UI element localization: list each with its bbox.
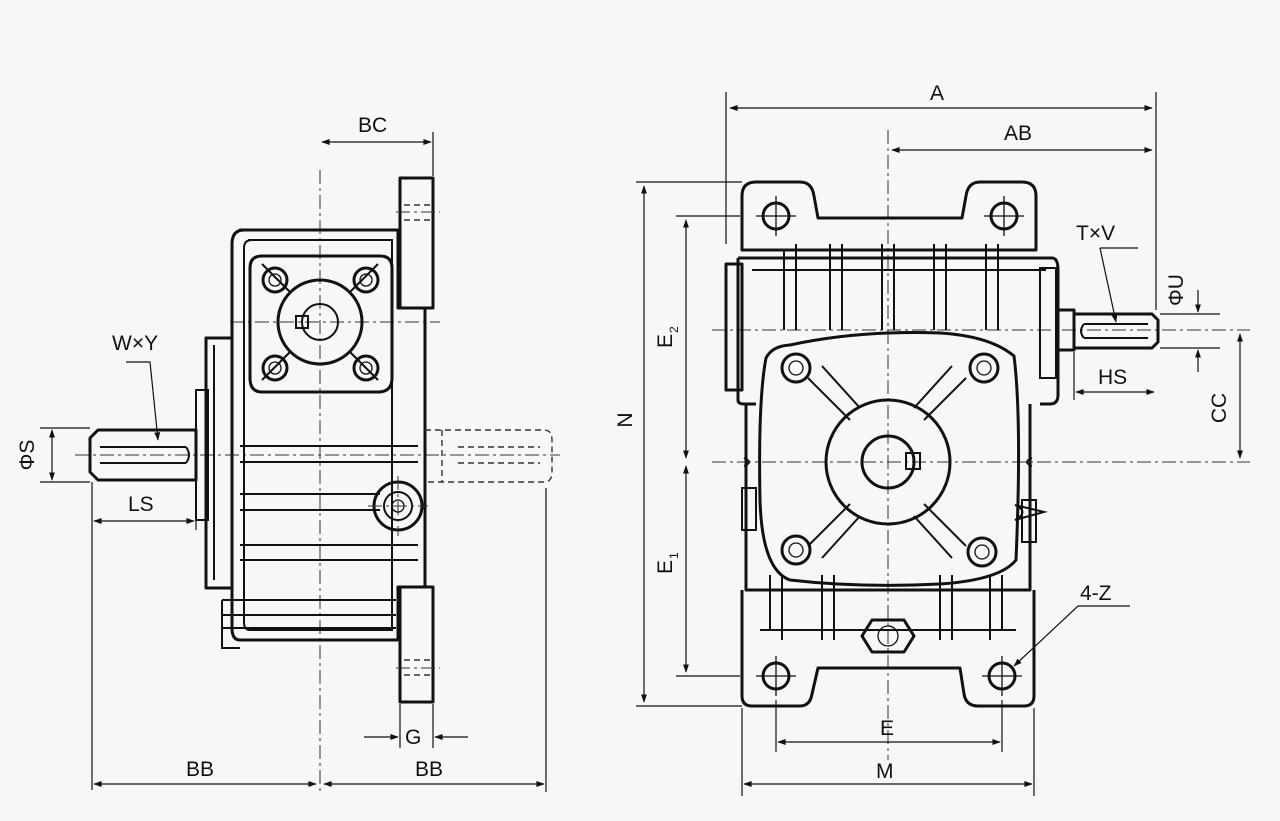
front-view: A AB T×V ΦU HS CC N E 2 E 1 4-Z E M — [614, 82, 1250, 796]
side-housing — [195, 176, 440, 704]
side-dimensions — [40, 132, 547, 792]
svg-text:E: E — [654, 560, 677, 574]
label-e2: E 2 — [654, 326, 681, 348]
side-drain-plug — [368, 476, 428, 536]
label-phi-s: ΦS — [16, 440, 39, 471]
label-t-x-v: T×V — [1076, 222, 1115, 245]
front-input-shaft — [1058, 308, 1160, 352]
label-bb-right: BB — [415, 758, 443, 781]
front-output-flange — [758, 331, 1021, 587]
label-ls: LS — [128, 493, 154, 516]
label-e: E — [880, 717, 894, 740]
label-a: A — [930, 82, 944, 105]
label-e1: E 1 — [654, 552, 681, 574]
front-dimensions — [636, 92, 1243, 796]
svg-text:1: 1 — [667, 552, 681, 559]
label-hs: HS — [1098, 366, 1127, 389]
front-housing — [724, 180, 1060, 708]
label-bb-left: BB — [186, 758, 214, 781]
label-phi-u: ΦU — [1165, 274, 1188, 306]
svg-text:2: 2 — [667, 326, 681, 333]
label-ab: AB — [1004, 122, 1032, 145]
side-view: BC W×Y ΦS LS G BB BB — [16, 114, 560, 795]
label-m: M — [876, 760, 894, 783]
side-input-shaft — [88, 428, 198, 482]
svg-text:E: E — [654, 334, 677, 348]
label-4-z: 4-Z — [1080, 582, 1112, 605]
label-cc: CC — [1208, 393, 1231, 423]
side-phantom-shaft — [425, 429, 553, 483]
label-w-x-y: W×Y — [112, 332, 158, 355]
side-output-flange — [248, 254, 394, 394]
label-bc: BC — [358, 114, 387, 137]
label-n: N — [614, 412, 637, 427]
label-g: G — [405, 726, 421, 749]
